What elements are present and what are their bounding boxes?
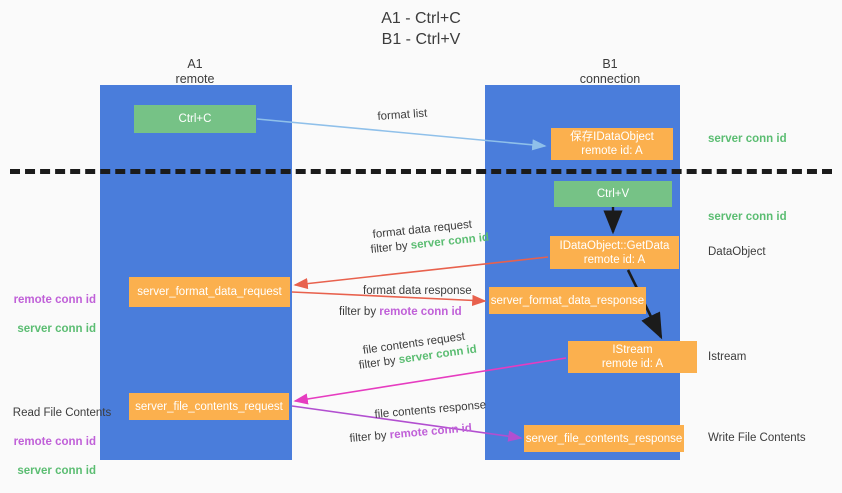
label-write-file-contents: Write File Contents (708, 432, 806, 444)
column-header-b1: B1 connection (579, 57, 641, 86)
box-istream[interactable]: IStream remote id: A (568, 341, 697, 373)
filter-value-remote-conn-id-2: remote conn id (389, 422, 473, 442)
edge-label-format-data-response: format data response (363, 285, 472, 297)
column-header-a1: A1 remote (175, 57, 215, 86)
label-server-conn-id-top: server conn id (708, 133, 787, 145)
filter-value-remote-conn-id-1: remote conn id (379, 306, 462, 318)
label-server-conn-id-mid: server conn id (708, 211, 787, 223)
timeline-divider (10, 169, 832, 174)
label-remote-conn-id-1: remote conn id (13, 293, 96, 306)
filter-prefix-2: filter by (339, 306, 380, 318)
label-read-file-contents: Read File Contents (12, 406, 112, 419)
box-server-format-data-request[interactable]: server_format_data_request (129, 277, 290, 307)
label-read-file-contents-group: Read File Contents remote conn id server… (0, 391, 111, 493)
edge-label-file-contents-response: file contents response (374, 399, 487, 421)
label-conn-ids-format: remote conn id server conn id (0, 278, 96, 351)
label-istream: Istream (708, 351, 747, 363)
label-dataobject: DataObject (708, 246, 766, 258)
box-ctrl-v[interactable]: Ctrl+V (554, 181, 672, 207)
box-ctrl-c[interactable]: Ctrl+C (134, 105, 256, 133)
edge-label-format-data-response-filter: filter by remote conn id (339, 305, 462, 320)
box-server-file-contents-response[interactable]: server_file_contents_response (524, 425, 684, 452)
page-title: A1 - Ctrl+C B1 - Ctrl+V (381, 10, 461, 48)
filter-prefix-1: filter by (370, 239, 412, 256)
box-server-file-contents-request[interactable]: server_file_contents_request (129, 393, 289, 420)
box-server-format-data-response[interactable]: server_format_data_response (489, 287, 646, 314)
edge-label-file-contents-response-filter: filter by remote conn id (349, 421, 473, 447)
label-remote-conn-id-2: remote conn id (13, 435, 96, 448)
box-idataobject-getdata[interactable]: IDataObject::GetData remote id: A (550, 236, 679, 269)
edge-label-format-list: format list (377, 107, 428, 123)
filter-prefix-4: filter by (349, 429, 391, 445)
filter-prefix-3: filter by (358, 354, 400, 372)
box-save-idataobject[interactable]: 保存IDataObject remote id: A (551, 128, 673, 160)
label-server-conn-id-2: server conn id (17, 464, 96, 477)
label-server-conn-id-1: server conn id (17, 322, 96, 335)
